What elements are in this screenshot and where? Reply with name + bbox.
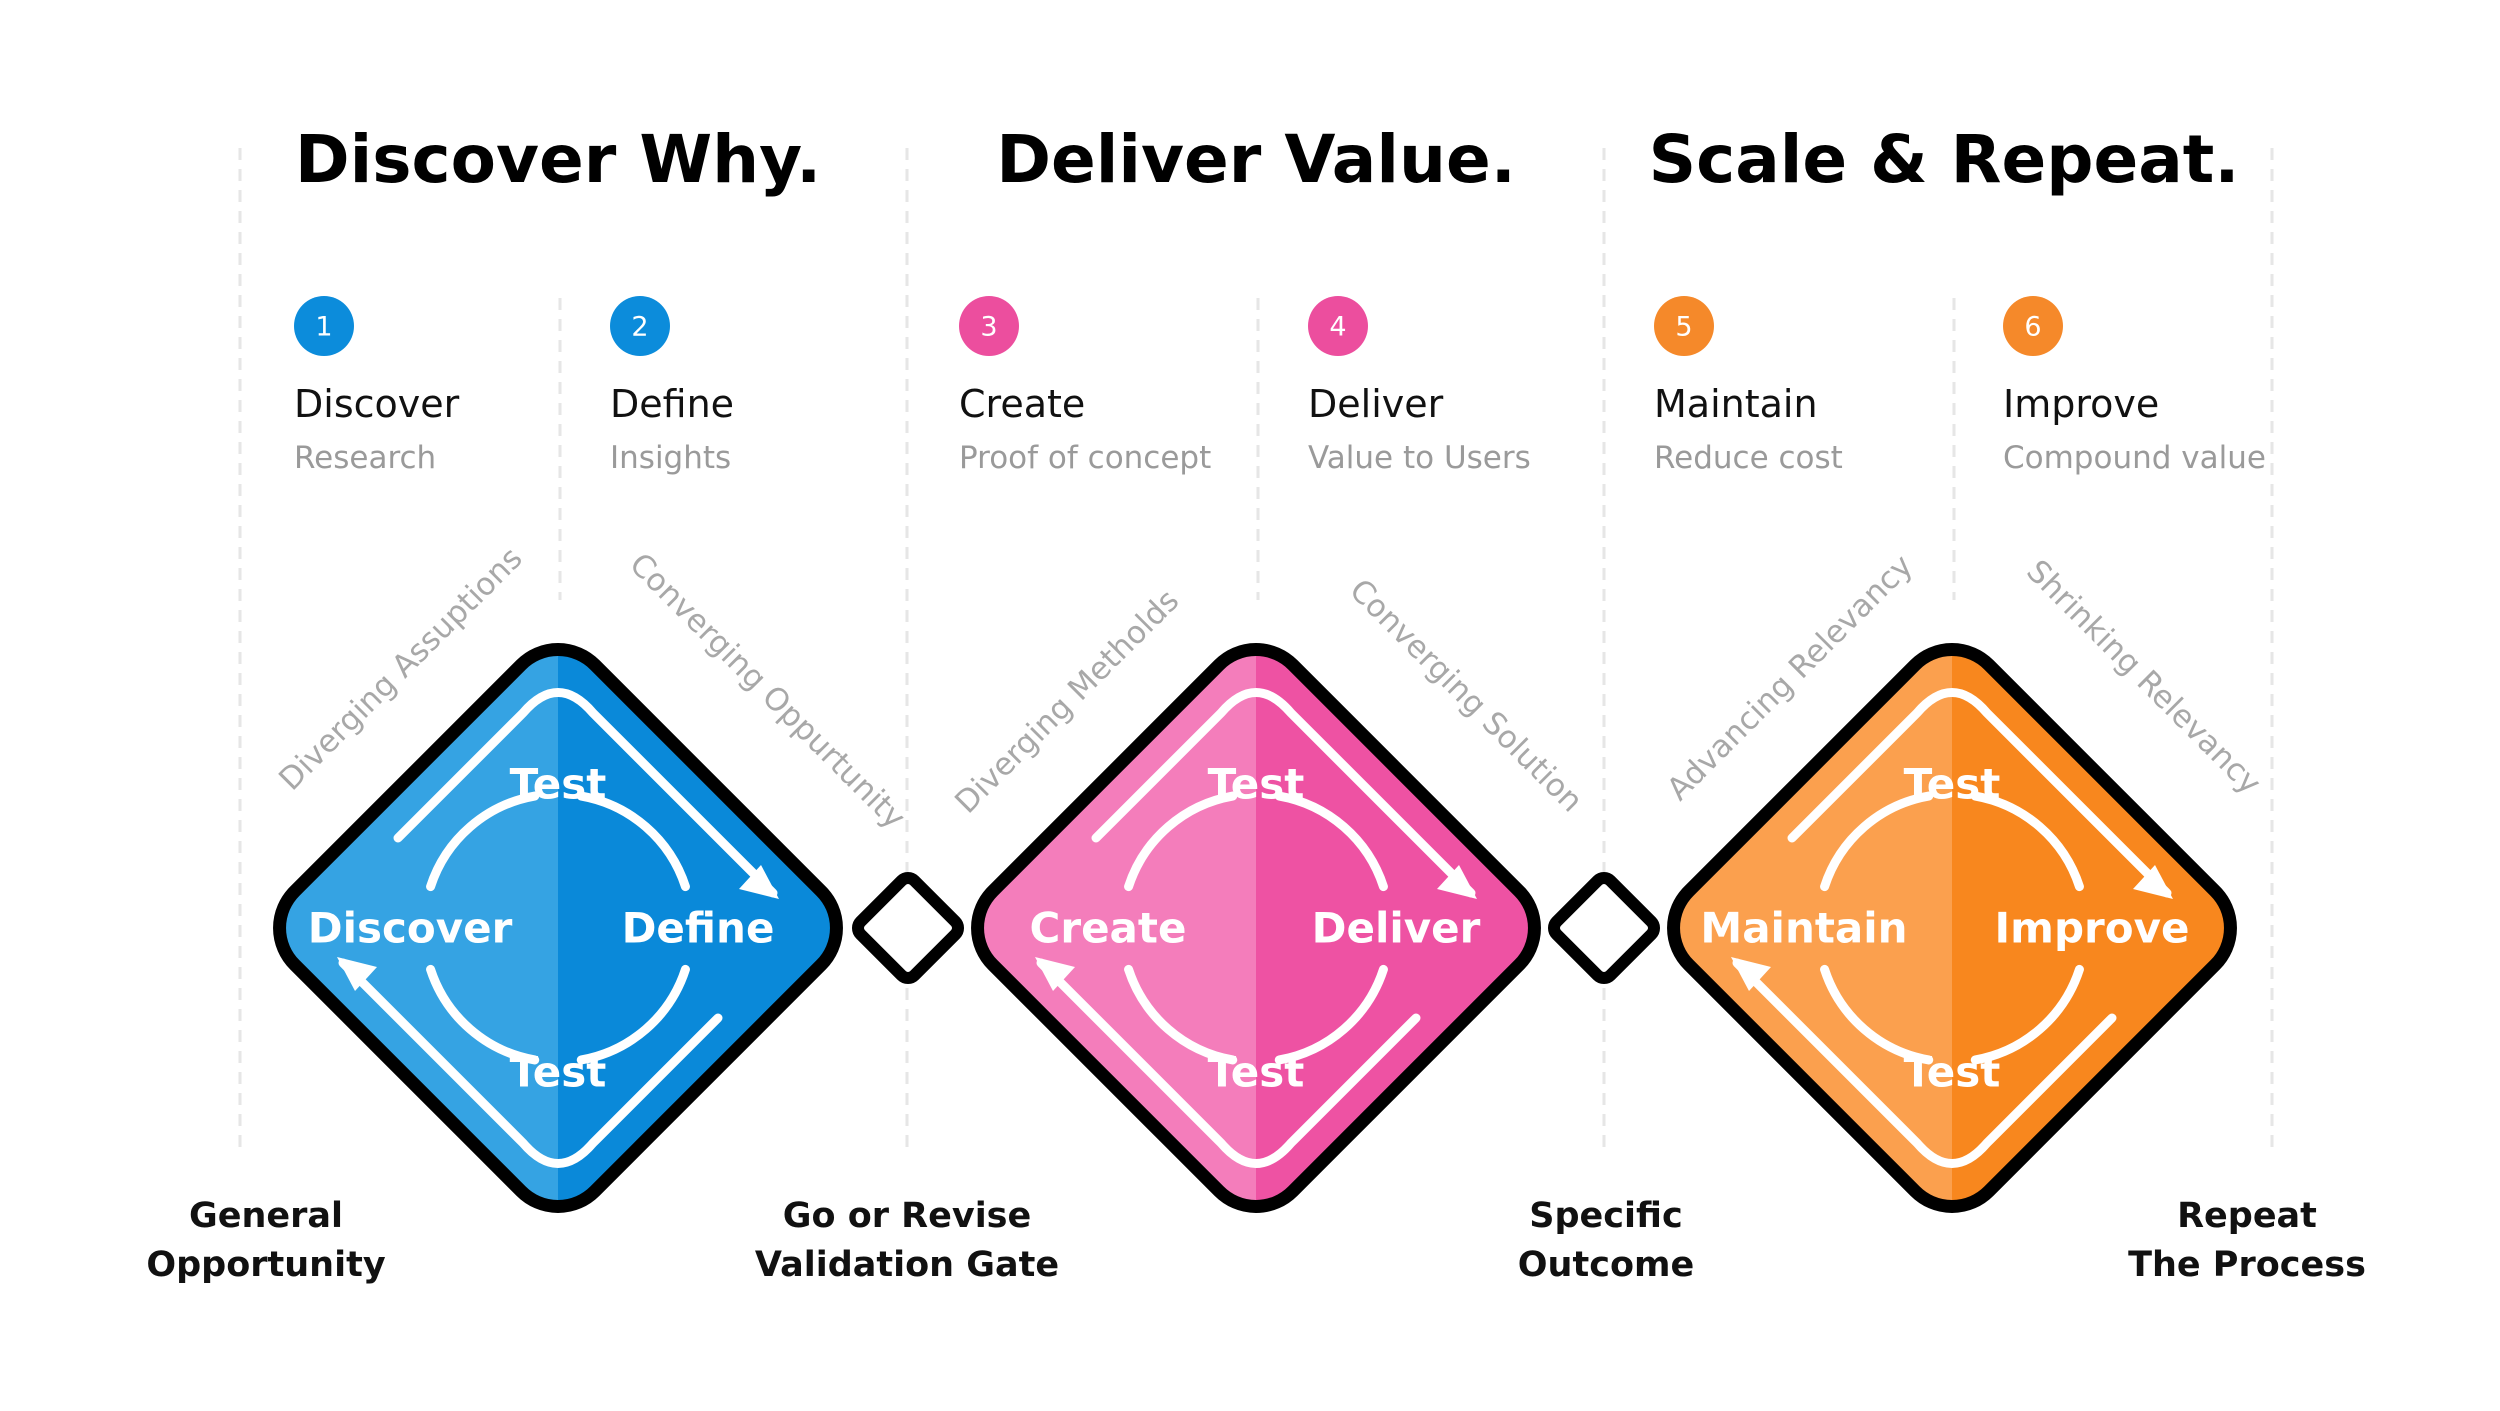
step-number-badge: [1654, 296, 1714, 356]
guide-lines: [238, 148, 2274, 1150]
inner-word-bottom: Test: [1904, 1048, 2001, 1097]
step-title: Create: [959, 382, 1085, 426]
arrow-right-icon: [1437, 865, 1477, 899]
gate-diamond: [1547, 871, 1661, 985]
arrow-left-icon: [1035, 957, 1075, 991]
step-subtitle: Compound value: [2003, 440, 2266, 476]
step-subtitle: Insights: [610, 440, 731, 476]
step-number: 1: [315, 312, 332, 343]
cycle-arc: [576, 964, 690, 1065]
diamond-outline: [273, 643, 843, 1213]
steps: 1 Discover Research 2 Define Insights 3 …: [294, 296, 2266, 476]
inner-word-left: Create: [1030, 904, 1187, 953]
inner-word-left: Maintain: [1700, 904, 1907, 953]
bottom-labels: General Opportunity Go or Revise Validat…: [146, 1196, 2366, 1285]
bottom-label-line2: Outcome: [1518, 1245, 1694, 1285]
track-top: [393, 688, 778, 898]
bottom-label-line1: General: [189, 1196, 343, 1236]
phase-title-deliver-value: Deliver Value.: [996, 121, 1516, 198]
bottom-label-line1: Specific: [1529, 1196, 1682, 1236]
bottom-label-line2: The Process: [2128, 1245, 2366, 1285]
step-subtitle: Research: [294, 440, 436, 476]
step-4: 4 Deliver Value to Users: [1308, 296, 1531, 476]
validation-gates: [851, 871, 1661, 985]
bottom-label-line1: Repeat: [2177, 1196, 2317, 1236]
step-number-badge: [959, 296, 1019, 356]
cycle-arc: [1274, 964, 1388, 1065]
diamond-outline: [1667, 643, 2237, 1213]
step-subtitle: Reduce cost: [1654, 440, 1843, 476]
phase-titles: Discover Why. Deliver Value. Scale & Rep…: [295, 121, 2240, 198]
step-subtitle: Value to Users: [1308, 440, 1531, 476]
step-number: 5: [1675, 312, 1692, 343]
phase-title-discover-why: Discover Why.: [295, 121, 821, 198]
inner-word-bottom: Test: [1208, 1048, 1305, 1097]
cycle-arc: [1970, 791, 2084, 892]
track-top: [1091, 688, 1476, 898]
step-3: 3 Create Proof of concept: [959, 296, 1211, 476]
inner-word-bottom: Test: [510, 1048, 607, 1097]
step-2: 2 Define Insights: [610, 296, 734, 476]
step-title: Define: [610, 382, 734, 426]
inner-word-left: Discover: [308, 904, 513, 953]
track-bottom: [1036, 958, 1421, 1168]
cycle-arc: [1274, 791, 1388, 892]
step-title: Improve: [2003, 382, 2159, 426]
diamond-outline: [971, 643, 1541, 1213]
step-title: Discover: [294, 382, 460, 426]
step-number: 4: [1329, 312, 1346, 343]
track-bottom: [338, 958, 723, 1168]
cycle-arc: [426, 964, 540, 1065]
inner-word-right: Define: [622, 904, 775, 953]
phase-title-scale-repeat: Scale & Repeat.: [1649, 121, 2240, 198]
cycle-arc: [1970, 964, 2084, 1065]
cycle-arc: [1124, 964, 1238, 1065]
cycle-arc: [576, 791, 690, 892]
step-number-badge: [294, 296, 354, 356]
inner-word-top: Test: [1208, 760, 1305, 809]
inner-word-right: Improve: [1995, 904, 2190, 953]
arrow-right-icon: [2133, 865, 2173, 899]
inner-word-top: Test: [510, 760, 607, 809]
bottom-label-line1: Go or Revise: [783, 1196, 1032, 1236]
step-subtitle: Proof of concept: [959, 440, 1211, 476]
track-bottom: [1732, 958, 2117, 1168]
cycle-arc: [426, 791, 540, 892]
track-top: [1787, 688, 2172, 898]
step-title: Deliver: [1308, 382, 1444, 426]
inner-word-right: Deliver: [1312, 904, 1481, 953]
cycle-arc: [1820, 964, 1934, 1065]
bottom-label-line2: Opportunity: [146, 1245, 385, 1285]
step-5: 5 Maintain Reduce cost: [1654, 296, 1843, 476]
step-number-badge: [1308, 296, 1368, 356]
step-number: 3: [980, 312, 997, 343]
arrow-left-icon: [1731, 957, 1771, 991]
inner-word-top: Test: [1904, 760, 2001, 809]
cycle-arc: [1124, 791, 1238, 892]
gate-diamond: [851, 871, 965, 985]
step-1: 1 Discover Research: [294, 296, 460, 476]
step-number-badge: [2003, 296, 2063, 356]
step-title: Maintain: [1654, 382, 1818, 426]
step-number: 6: [2024, 312, 2041, 343]
cycle-arc: [1820, 791, 1934, 892]
step-number: 2: [631, 312, 648, 343]
step-6: 6 Improve Compound value: [2003, 296, 2266, 476]
bottom-label-line2: Validation Gate: [755, 1245, 1059, 1285]
arrow-right-icon: [739, 865, 779, 899]
arrow-left-icon: [337, 957, 377, 991]
step-number-badge: [610, 296, 670, 356]
